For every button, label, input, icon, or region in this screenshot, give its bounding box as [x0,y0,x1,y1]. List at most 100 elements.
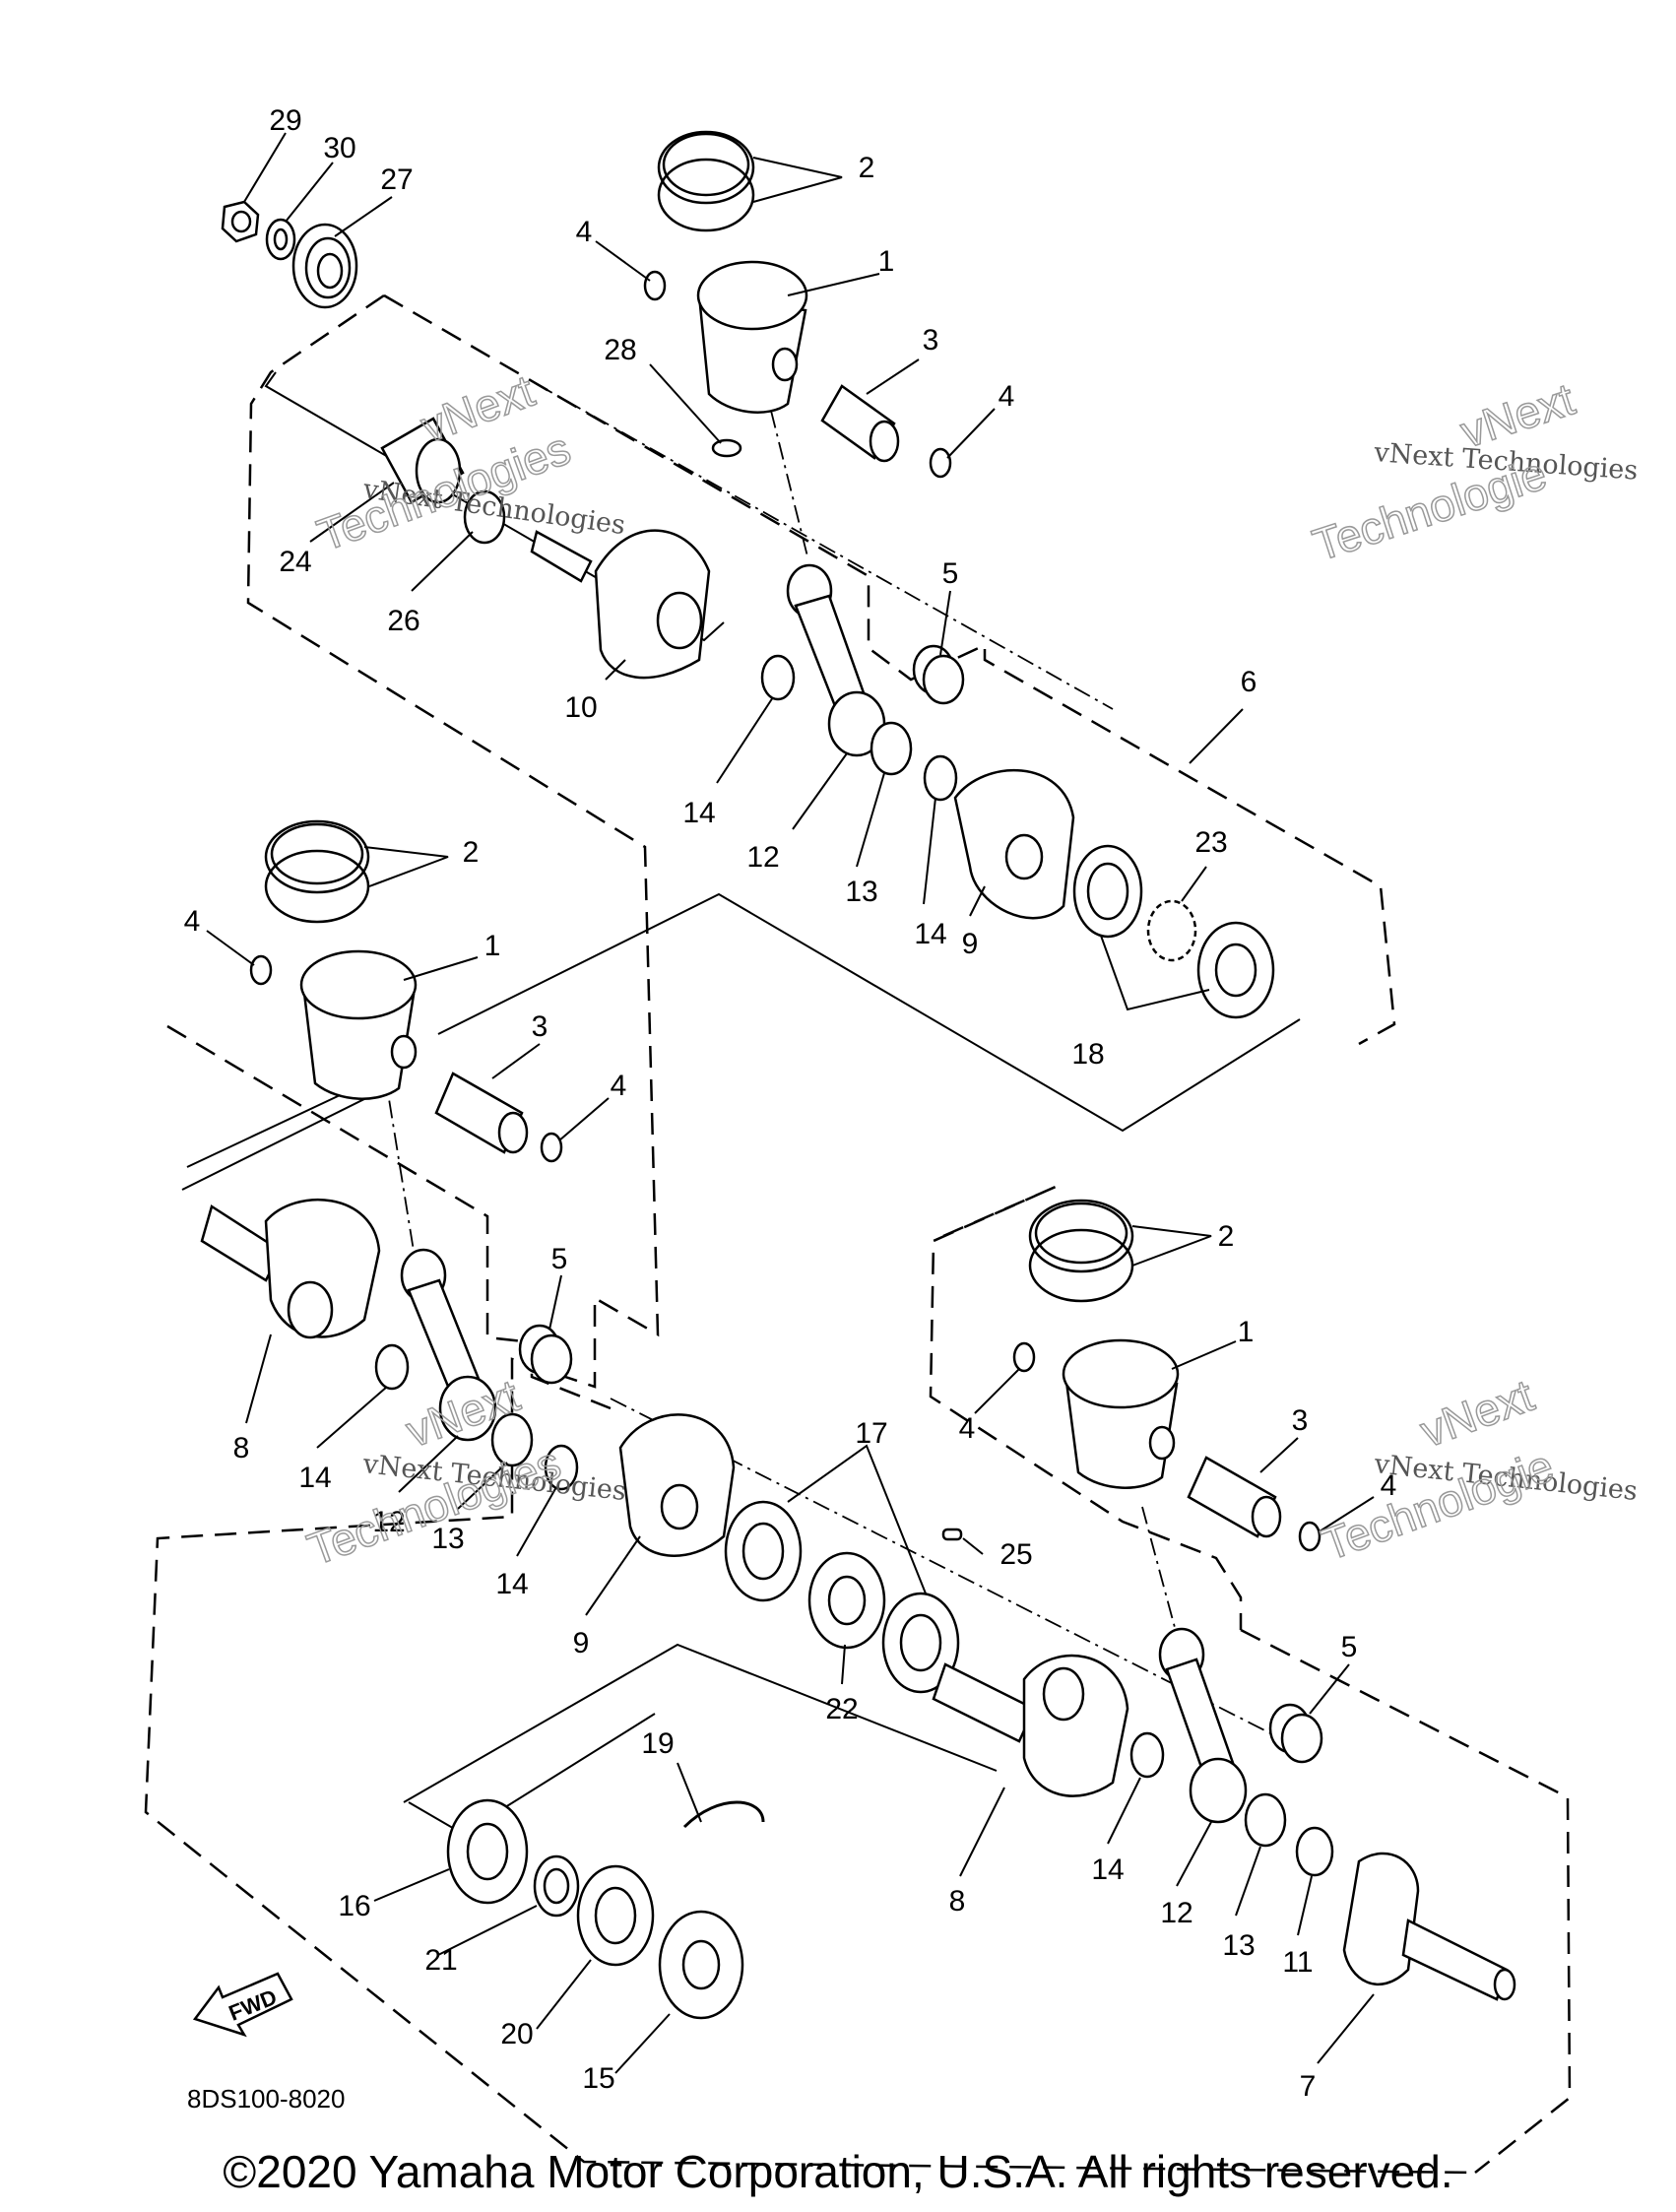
bearing-16-inner [466,1822,509,1881]
callout-3: 3 [923,324,939,357]
leader-1b [403,956,479,981]
bearing-5-face [922,654,965,705]
callout-13: 13 [431,1523,464,1555]
piston-1-middle [299,949,418,1100]
callout-28: 28 [604,334,636,366]
ring-top-inner [662,132,750,197]
callout-13: 13 [845,876,877,908]
piston-1-right-crown [1062,1338,1180,1409]
labyrinth-22-inner [827,1575,867,1626]
crank-9-upper [953,768,1075,920]
leader-2b [363,846,449,887]
outline-cylinder-1 [144,293,1476,2175]
ring-right-lower [1028,1228,1134,1303]
callout-27: 27 [380,163,413,196]
leader-4e [974,1368,1020,1414]
outline-cylinder-3 [929,1185,1243,1630]
leader-4f [1319,1496,1375,1532]
right-assembly [932,1199,1516,2001]
bearing-15-part [658,1910,744,2020]
callout-8: 8 [949,1885,966,1918]
leader-4b [946,408,996,459]
callout-10: 10 [564,691,597,724]
leader-lines [206,132,1375,2074]
leader-5b [548,1274,562,1331]
washer-14-d [544,1444,579,1491]
collar-21-part [533,1854,580,1918]
callout-4: 4 [576,216,593,248]
bearing-16-part [446,1798,529,1905]
callout-3: 3 [532,1010,548,1043]
ring-lower [657,158,755,232]
center-line-rod-2 [383,1068,415,1252]
leader-4a [595,240,651,282]
crank-8-right-shaft [932,1662,1036,1743]
callout-2: 2 [859,152,875,184]
callout-2: 2 [1218,1220,1235,1253]
leader-13c [1235,1846,1261,1917]
callout-1: 1 [878,245,895,278]
washer-14-a [760,654,796,701]
needle-13-upper [870,721,913,776]
leader-6 [1189,708,1244,764]
callout-14: 14 [914,918,946,950]
leader-13b [457,1462,508,1510]
leader-19 [677,1762,702,1823]
piston-1-upper [696,260,808,414]
callout-21: 21 [424,1944,457,1977]
watermark-top-2: vNext [1454,373,1580,458]
piston-pin-3-middle [434,1072,529,1154]
crank-8-right [932,1654,1129,1797]
conrod-12-upper [786,563,886,757]
piston-1-right-pinhole [1148,1425,1176,1461]
conrod-12-middle [400,1248,497,1442]
callout-1: 1 [1238,1316,1255,1348]
guide-lines [181,371,1301,1836]
watermarks: vNext Technologies vNext Technologies vN… [300,363,1639,1576]
leader-16 [373,1868,450,1902]
washer-11 [1295,1826,1334,1877]
collar-26 [463,489,506,545]
bearing-18-b [1196,921,1275,1019]
needle-13-middle [490,1412,534,1467]
seal-20-inner [594,1886,637,1945]
fwd-arrow-shape [192,1972,293,2038]
bearing-18-b-inner [1214,943,1257,998]
leader-22 [841,1644,846,1685]
leader-24 [309,482,395,543]
washer-14-b [923,754,958,802]
callout-4: 4 [999,380,1015,413]
watermark-top-4: vNext [1414,1369,1540,1457]
callout-22: 22 [825,1693,858,1725]
crank-10-part [530,529,711,680]
callout-6: 6 [1241,666,1257,698]
piston-1-pinhole [771,347,799,382]
nut-29-part [221,200,260,243]
callout-14: 14 [1091,1854,1124,1886]
pin-3-right-end [1251,1495,1282,1538]
callout-14: 14 [682,797,715,829]
center-line-rod-3 [1141,1506,1178,1636]
crank-7-part [1342,1852,1516,2001]
callout-5: 5 [1341,1631,1358,1663]
piston-1-crown [696,260,808,331]
leader-14c [316,1386,388,1449]
callout-14: 14 [298,1462,331,1494]
pin-3-end [869,420,900,463]
callout-12: 12 [1160,1897,1193,1929]
labyrinth-22 [807,1551,886,1650]
callout-7: 7 [1300,2070,1317,2103]
crank-8-pin [287,1280,334,1339]
bearing-17-a-inner [741,1522,785,1581]
bearing-15-inner [681,1939,721,1990]
leader-1a [787,273,880,296]
callout-11: 11 [1282,1946,1313,1979]
leader-7 [1317,1993,1375,2064]
washer-30-part [265,218,296,261]
leader-4d [558,1097,610,1141]
clip-4-b [929,447,952,479]
clip-4-a [643,270,667,301]
callout-1: 1 [484,930,501,962]
crank-7-shaft [1401,1919,1509,2001]
piston-pin-3-right [1187,1456,1282,1538]
